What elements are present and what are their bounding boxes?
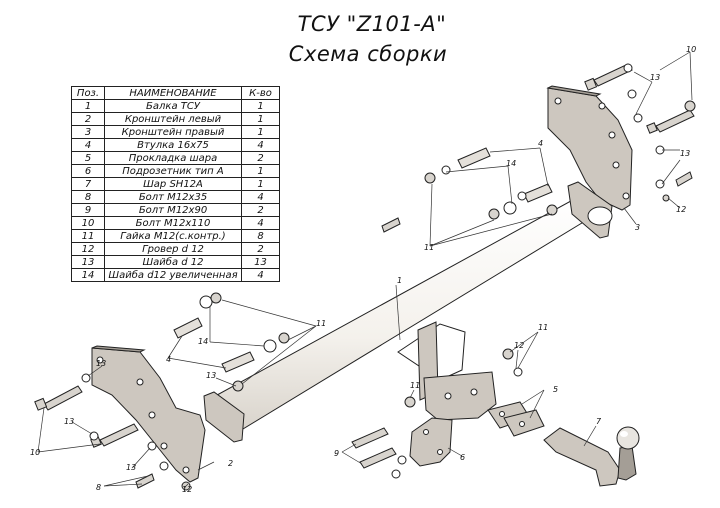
cell-pos: 14 [71, 268, 105, 282]
bolts [34, 63, 695, 489]
callout-12-left: 12 [182, 485, 192, 494]
bracket-left [91, 345, 206, 483]
ball-spacers [487, 401, 545, 437]
callout-4-right: 4 [538, 139, 543, 148]
callout-12-right: 12 [676, 205, 686, 214]
callout-1: 1 [397, 276, 402, 285]
cell-qty: 4 [241, 268, 280, 282]
callout-13-beam: 13 [206, 371, 216, 380]
callout-4-left: 4 [166, 355, 171, 364]
avito-watermark: Avito [636, 481, 707, 502]
callout-6: 6 [460, 453, 465, 462]
tow-beam [203, 181, 613, 443]
watermark-dot-icon [647, 481, 653, 487]
callout-13-left-mid: 13 [64, 417, 74, 426]
callout-3: 3 [635, 223, 640, 232]
watermark-dot-icon [636, 486, 644, 494]
callout-14-left: 14 [198, 337, 208, 346]
callout-8: 8 [96, 483, 101, 492]
callout-13-left-bottom: 13 [126, 463, 136, 472]
callout-13-right-top: 13 [650, 73, 660, 82]
callout-10-left: 10 [30, 448, 40, 457]
callout-11-ball: 11 [538, 323, 548, 332]
callout-14-right: 14 [506, 159, 516, 168]
callout-2: 2 [228, 459, 233, 468]
cell-qty: 2 [241, 242, 280, 256]
callout-13-left-top: 13 [96, 359, 106, 368]
watermark-dot-icon [645, 492, 651, 498]
callout-9: 9 [334, 449, 339, 458]
page-subtitle: Схема сборки [288, 42, 448, 66]
socket-plate [409, 417, 453, 467]
page-title: ТСУ "Z101-A" [297, 12, 447, 36]
callout-5: 5 [553, 385, 558, 394]
callout-11-socket: 11 [410, 381, 420, 390]
avito-watermark-text: Avito [658, 482, 707, 502]
callout-11-left: 11 [316, 319, 326, 328]
sleeves [173, 147, 553, 373]
cell-qty: 1 [241, 164, 280, 178]
leader-lines [37, 51, 693, 489]
callout-7: 7 [596, 417, 602, 426]
callout-labels: 1 2 3 4 4 5 6 7 8 9 10 10 11 11 11 11 12… [30, 45, 696, 494]
callout-10-right: 10 [686, 45, 696, 54]
callout-11-right: 11 [424, 243, 434, 252]
callout-13-right-bottom: 13 [680, 149, 690, 158]
callout-12-ball: 12 [514, 341, 524, 350]
cell-name: Шайба d12 увеличенная [104, 268, 242, 282]
tow-ball [543, 426, 640, 487]
bracket-right [546, 85, 633, 211]
